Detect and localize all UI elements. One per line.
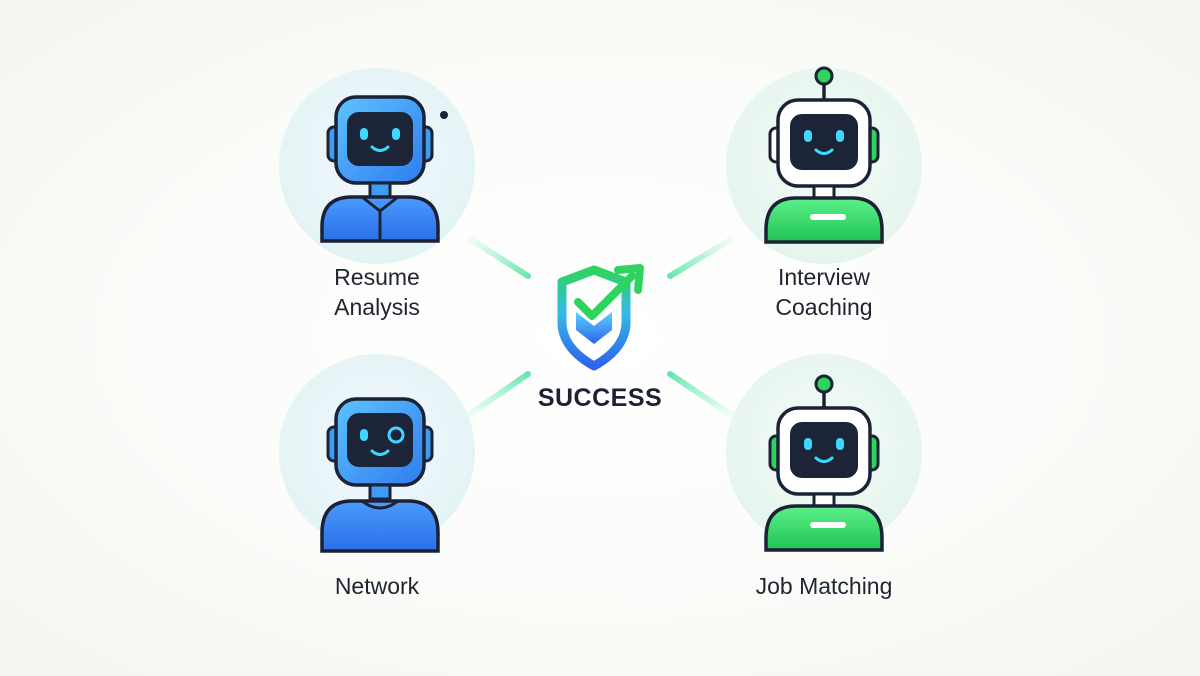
shield-checkmark-arrow-icon xyxy=(557,264,644,371)
label-interview: Interview Coaching xyxy=(775,264,873,320)
label-jobs: Job Matching xyxy=(755,573,893,599)
connector-resume xyxy=(469,237,531,279)
connector-interview xyxy=(667,237,733,279)
robot-network-icon xyxy=(320,397,440,553)
success-label: SUCCESS xyxy=(537,384,663,412)
connector-jobs xyxy=(667,371,733,417)
connector-network xyxy=(467,371,531,417)
label-resume: Resume Analysis xyxy=(334,264,420,320)
robot-resume-icon xyxy=(320,95,448,243)
robot-jobs-icon xyxy=(764,374,884,552)
robot-interview-icon xyxy=(764,66,884,244)
label-network: Network xyxy=(334,573,420,599)
